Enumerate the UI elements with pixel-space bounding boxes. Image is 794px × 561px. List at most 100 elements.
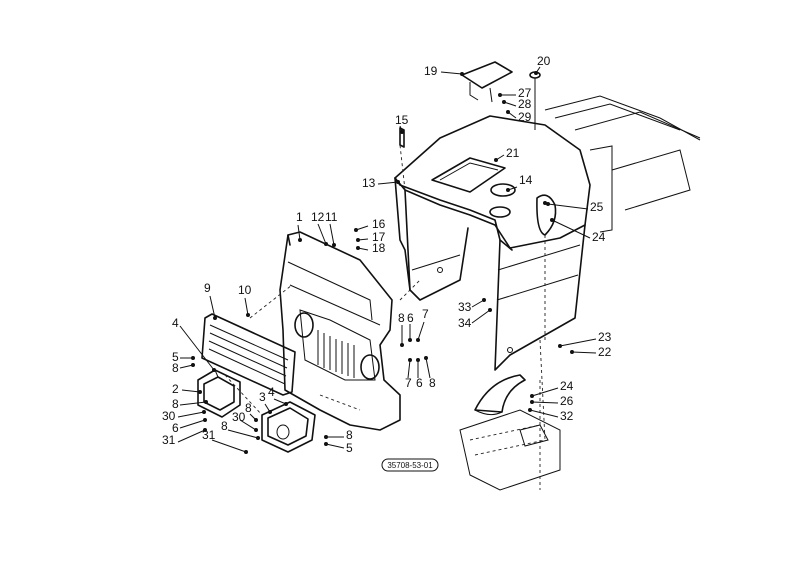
leader-line-c10	[244, 297, 249, 316]
callout-c27: 27	[518, 86, 532, 100]
fastener-c6c	[203, 418, 207, 422]
callout-c9: 9	[204, 281, 211, 295]
leader-line-c7b	[407, 359, 411, 379]
callout-c34: 34	[458, 316, 472, 330]
leader-line-c24a	[551, 219, 591, 239]
fastener-c15	[400, 130, 404, 134]
leader-line-c32	[529, 409, 559, 418]
callout-c31a: 31	[162, 433, 176, 447]
leader-line-c22	[571, 351, 597, 354]
callout-c31b: 31	[202, 428, 216, 442]
callout-c8b: 8	[398, 311, 405, 325]
leader-line-c24b	[531, 387, 559, 397]
fastener-c30a	[202, 410, 206, 414]
callout-c6a: 6	[407, 311, 414, 325]
fastener-c16	[354, 228, 358, 232]
lower-duct	[474, 374, 549, 447]
fastener-c1	[298, 238, 302, 242]
reference-code-box: 35708-53-01	[381, 458, 439, 472]
leader-line-c8d	[179, 401, 207, 406]
leader-line-c8a	[179, 364, 194, 369]
side-plate-25	[536, 194, 557, 236]
fastener-c29	[506, 110, 510, 114]
top-plate	[461, 61, 513, 103]
fastener-c26	[530, 400, 534, 404]
fastener-c22	[570, 350, 574, 354]
hood-panel	[394, 115, 591, 371]
callout-c22: 22	[598, 345, 612, 359]
fastener-c33	[482, 298, 486, 302]
fastener-c4b	[284, 402, 288, 406]
leader-line-c30b	[239, 419, 257, 431]
fastener-c19	[460, 72, 464, 76]
callout-c11: 11	[325, 210, 338, 224]
fastener-c30b	[254, 428, 258, 432]
fastener-c31a	[203, 428, 207, 432]
fastener-c28	[502, 100, 506, 104]
fastener-c13	[396, 180, 400, 184]
fastener-c10	[246, 313, 250, 317]
tractor-body-outline	[459, 95, 701, 491]
callout-c33: 33	[458, 300, 472, 314]
fastener-c7b	[408, 358, 412, 362]
fastener-c25	[546, 202, 550, 206]
callout-c3: 3	[259, 390, 266, 404]
fastener-c8d	[204, 400, 208, 404]
filler-cap	[490, 183, 516, 197]
callout-c21: 21	[506, 146, 520, 160]
fastener-c7a	[416, 338, 420, 342]
leader-line-c7a	[417, 321, 425, 341]
leader-line-c8c	[425, 357, 431, 379]
callout-c2: 2	[172, 382, 179, 396]
callout-c23: 23	[598, 330, 612, 344]
callout-c8d: 8	[172, 397, 179, 411]
fastener-c32	[528, 408, 532, 412]
leader-line-c9	[209, 295, 216, 319]
fastener-c8b	[400, 343, 404, 347]
fastener-c8f	[256, 436, 260, 440]
callout-c18: 18	[372, 241, 386, 255]
fastener-c8a	[191, 363, 195, 367]
callout-c5b: 5	[346, 441, 353, 455]
callout-c17: 17	[372, 230, 386, 244]
fastener-c6b	[416, 358, 420, 362]
leader-line-c2	[181, 389, 201, 393]
leader-line-c6c	[179, 419, 206, 429]
leader-line-c8f	[227, 429, 259, 439]
fastener-c4a	[212, 368, 216, 372]
callout-c30a: 30	[162, 409, 176, 423]
reference-code: 35708-53-01	[387, 461, 433, 470]
fastener-c8g	[324, 435, 328, 439]
fastener-c6a	[408, 338, 412, 342]
fastener-c5b	[324, 442, 328, 446]
callout-c14: 14	[519, 173, 533, 187]
leader-line-c19	[440, 71, 463, 75]
callout-c15: 15	[395, 113, 409, 127]
callout-c4a: 4	[172, 316, 179, 330]
fastener-c14	[506, 188, 510, 192]
leader-line-c31a	[177, 429, 206, 443]
leader-line-c30a	[177, 411, 205, 418]
callout-c28: 28	[518, 97, 532, 111]
fastener-c11	[332, 243, 336, 247]
fastener-c31b	[244, 450, 248, 454]
fastener-c27	[498, 93, 502, 97]
fastener-c23	[558, 344, 562, 348]
callout-c6c: 6	[172, 421, 179, 435]
leader-line-c26	[531, 401, 559, 404]
callout-c8c: 8	[429, 376, 436, 390]
fastener-c34	[488, 308, 492, 312]
leader-line-c12	[317, 223, 327, 245]
fastener-c3	[268, 410, 272, 414]
leader-line-c34	[471, 309, 491, 324]
callout-c8e: 8	[245, 401, 252, 415]
leader-line-c5b	[325, 443, 345, 449]
fastener-c21	[494, 158, 498, 162]
leader-line-c16	[355, 225, 369, 231]
callout-c29: 29	[518, 110, 532, 124]
callout-c8a: 8	[172, 361, 179, 375]
callout-c8f: 8	[221, 419, 228, 433]
fastener-c8e	[254, 418, 258, 422]
